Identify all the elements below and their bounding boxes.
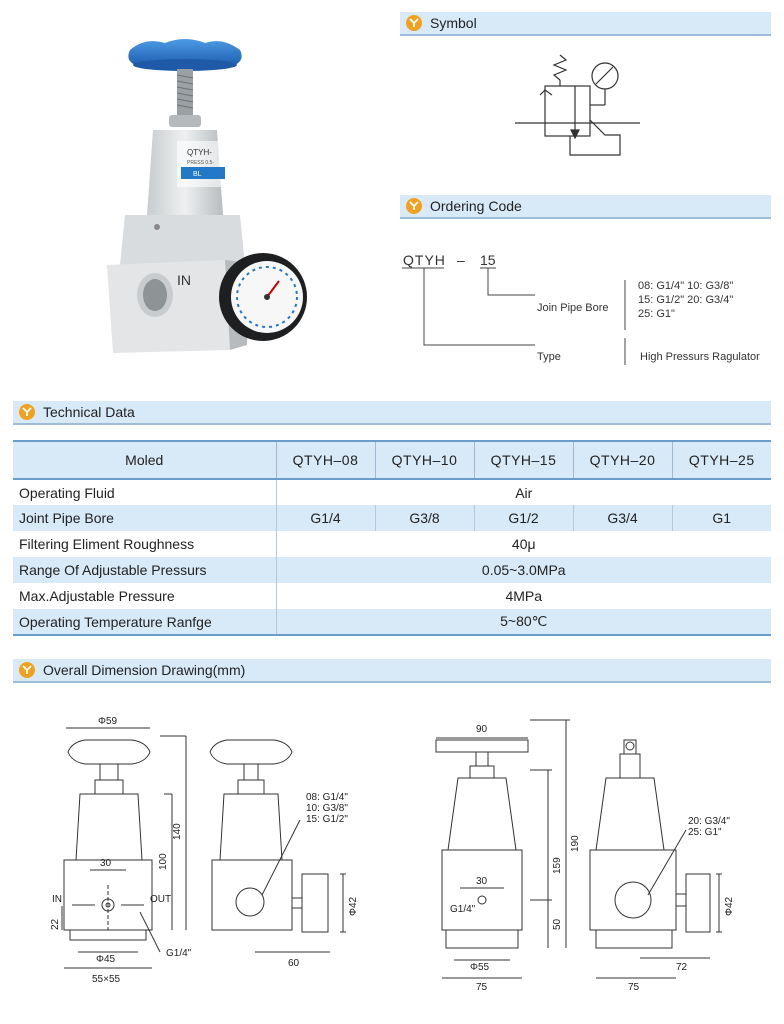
dim-size-20: 20: G3/4" [688, 816, 730, 827]
type-label: Type [537, 351, 561, 363]
product-image: QTYH- PRESS 0.5- BL IN [95, 35, 325, 365]
table-row: Operating Fluid Air [13, 479, 771, 505]
dim-30: 30 [476, 876, 488, 887]
table-header-row: Moled QTYH–08 QTYH–10 QTYH–15 QTYH–20 QT… [13, 440, 771, 480]
dim-60: 60 [288, 958, 300, 969]
table-row: Filtering Eliment Roughness 40μ [13, 531, 771, 557]
section-title-ordering: Ordering Code [430, 198, 522, 214]
table-row: Range Of Adjustable Pressurs 0.05~3.0MPa [13, 557, 771, 583]
row-label: Joint Pipe Bore [13, 505, 277, 531]
row-value: 0.05~3.0MPa [276, 557, 771, 583]
row-label: Max.Adjustable Pressure [13, 583, 277, 609]
product-label-press: PRESS 0.5- [187, 160, 214, 166]
dim-phi55: Φ55 [470, 962, 490, 973]
joint-option-3: 25: G1" [638, 308, 675, 320]
technical-data-table: Moled QTYH–08 QTYH–10 QTYH–15 QTYH–20 QT… [13, 440, 771, 636]
header-model: QTYH–20 [572, 440, 672, 480]
dim-phi42: Φ42 [724, 896, 735, 916]
ordering-section-header: Ordering Code [400, 195, 771, 219]
dim-90: 90 [476, 724, 488, 735]
row-value: Air [515, 484, 533, 501]
dim-size-10: 10: G3/8" [306, 803, 348, 814]
dim-75: 75 [476, 982, 488, 993]
dim-72: 72 [676, 962, 688, 973]
table-row: Operating Temperature Ranfge 5~80℃ [13, 609, 771, 636]
row-value: G3/8 [374, 505, 474, 531]
dim-size-08: 08: G1/4" [306, 792, 348, 803]
dim-30: 30 [100, 858, 112, 869]
ordering-code-diagram: QTYH – 15 Join Pipe Bore 08: G1/4" 10: G… [400, 240, 780, 370]
row-value: 4MPa [505, 588, 543, 604]
table-row: Joint Pipe Bore G1/4 G3/8 G1/2 G3/4 G1 [13, 505, 771, 531]
y-badge-icon [406, 198, 422, 214]
row-value: 5~80℃ [276, 609, 771, 636]
row-label: Filtering Eliment Roughness [13, 531, 277, 557]
dim-190: 190 [570, 835, 581, 852]
dimension-drawings: Φ59 140 100 30 IN OUT 22 Φ45 55×55 G1/4"… [0, 690, 784, 1020]
row-value: 40μ [511, 536, 536, 552]
dim-75: 75 [628, 982, 640, 993]
header-model: QTYH–15 [473, 440, 573, 480]
dim-phi59: Φ59 [98, 716, 118, 727]
code-dash: – [457, 252, 465, 268]
joint-option-1: 08: G1/4" 10: G3/8" [638, 280, 734, 292]
joint-pipe-label: Join Pipe Bore [537, 302, 609, 314]
section-title-technical: Technical Data [43, 404, 135, 420]
dim-phi42: Φ42 [348, 896, 359, 916]
section-title-dimension: Overall Dimension Drawing(mm) [43, 662, 246, 678]
product-label-model: QTYH- [187, 148, 212, 157]
row-value: G1/4 [276, 505, 375, 531]
dim-out: OUT [150, 894, 171, 905]
table-row: Max.Adjustable Pressure 4MPa [13, 583, 771, 609]
row-value: G3/4 [572, 505, 672, 531]
dim-50: 50 [552, 918, 563, 930]
section-title-symbol: Symbol [430, 15, 477, 31]
dim-55x55: 55×55 [92, 974, 121, 985]
code-suffix: 15 [480, 252, 496, 268]
type-value: High Pressurs Ragulator [640, 351, 760, 363]
y-badge-icon [19, 662, 35, 678]
row-label: Operating Fluid [13, 479, 277, 505]
symbol-section-header: Symbol [400, 12, 771, 36]
header-model: QTYH–08 [275, 440, 375, 480]
dim-g14: G1/4" [450, 904, 476, 915]
product-label-brand: BL [193, 171, 202, 178]
dim-size-15: 15: G1/2" [306, 814, 348, 825]
header-model: QTYH–10 [374, 440, 474, 480]
dim-g14: G1/4" [166, 948, 192, 959]
joint-option-2: 15: G1/2" 20: G3/4" [638, 294, 734, 306]
code-prefix: QTYH [403, 252, 446, 268]
dim-phi45: Φ45 [96, 954, 116, 965]
header-moled: Moled [13, 440, 276, 480]
row-value: G1/2 [473, 505, 573, 531]
dim-100: 100 [158, 853, 169, 870]
product-port-label: IN [177, 272, 191, 288]
row-label: Range Of Adjustable Pressurs [13, 557, 277, 583]
y-badge-icon [406, 15, 422, 31]
y-badge-icon [19, 404, 35, 420]
dim-140: 140 [172, 823, 183, 840]
pneumatic-symbol-diagram [500, 50, 650, 165]
dim-size-25: 25: G1" [688, 827, 722, 838]
dim-159: 159 [552, 857, 563, 874]
technical-section-header: Technical Data [13, 401, 771, 425]
row-label: Operating Temperature Ranfge [13, 609, 277, 636]
row-value: G1 [671, 505, 771, 531]
dimension-section-header: Overall Dimension Drawing(mm) [13, 659, 771, 683]
dim-22: 22 [50, 918, 61, 930]
dim-in: IN [52, 894, 62, 905]
header-model: QTYH–25 [671, 440, 771, 480]
